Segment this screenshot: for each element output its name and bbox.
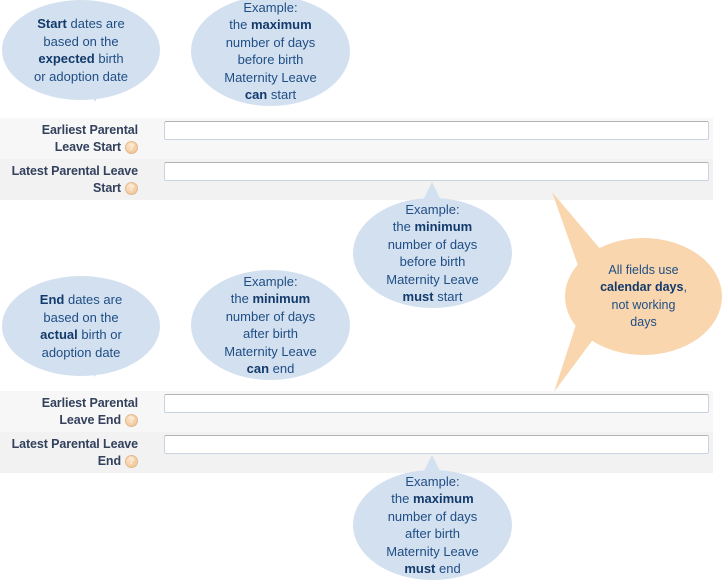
callout-line: after birth <box>243 326 298 341</box>
label-line-1: Earliest Parental <box>41 123 138 137</box>
callout-line: expected birth <box>38 51 124 66</box>
callout-max-after-birth-text: Example: the maximum number of days after b… <box>376 473 489 578</box>
callout-line: can end <box>246 361 295 376</box>
callout-end-basis: End dates are based on the actual birth or… <box>2 276 160 376</box>
callout-min-before-birth-text: Example: the minimum number of days before … <box>376 201 489 306</box>
callout-line: Example: <box>405 473 460 489</box>
callout-line: number of days <box>387 236 478 252</box>
callout-line: must start <box>402 289 463 304</box>
callout-line: must end <box>404 561 461 576</box>
callout-min-after-birth-text: Example: the minimum number of days after b… <box>214 273 327 378</box>
label-earliest-parental-leave-end: Earliest Parental Leave End <box>0 392 140 429</box>
help-icon[interactable] <box>125 182 138 195</box>
label-earliest-parental-leave-start: Earliest Parental Leave Start <box>0 119 140 156</box>
label-latest-parental-leave-start: Latest Parental Leave Start <box>0 160 140 197</box>
callout-line: End dates are <box>39 292 123 307</box>
callout-line: not working <box>611 297 676 312</box>
label-line-1: Latest Parental Leave <box>11 164 139 178</box>
callout-line: Example: <box>405 201 460 217</box>
callout-line: the minimum <box>392 219 473 234</box>
callout-line: All fields use <box>608 262 679 277</box>
callout-line: before birth <box>399 254 466 269</box>
help-icon[interactable] <box>125 455 138 468</box>
input-latest-parental-leave-end[interactable] <box>164 435 709 454</box>
callout-line: the maximum <box>229 17 312 32</box>
callout-line: Example: <box>243 0 298 15</box>
callout-max-before-birth: Example: the maximum number of days before … <box>191 0 350 106</box>
callout-line: actual birth or <box>40 327 122 342</box>
form-row-earliest-parental-leave-end: Earliest Parental Leave End <box>0 392 713 432</box>
callout-line: Maternity Leave <box>386 271 479 287</box>
help-icon[interactable] <box>125 141 138 154</box>
label-line-2: Leave End <box>0 412 138 429</box>
callout-line: Start dates are <box>37 16 125 31</box>
callout-calendar-days-text: All fields use calendar days, not working d… <box>600 262 687 332</box>
callout-line: or adoption date <box>34 68 128 84</box>
label-line-1: Latest Parental Leave <box>11 437 139 451</box>
callout-line: days <box>630 315 657 329</box>
callout-line: number of days <box>387 508 478 524</box>
form-row-earliest-parental-leave-start: Earliest Parental Leave Start <box>0 119 713 159</box>
label-line-2: Start <box>0 180 138 197</box>
callout-line: Maternity Leave <box>224 343 317 359</box>
input-latest-parental-leave-start[interactable] <box>164 162 709 181</box>
label-line-2: End <box>0 453 138 470</box>
callout-line: Maternity Leave <box>386 543 479 559</box>
callout-line: the minimum <box>230 291 311 306</box>
input-wrap <box>140 160 713 181</box>
input-wrap <box>140 392 713 413</box>
callout-line: number of days <box>225 308 316 324</box>
callout-line: number of days <box>225 34 316 50</box>
callout-max-after-birth: Example: the maximum number of days after b… <box>353 470 512 580</box>
label-line-2: Leave Start <box>0 139 138 156</box>
callout-line: Example: <box>243 273 298 289</box>
input-earliest-parental-leave-end[interactable] <box>164 394 709 413</box>
callout-line: calendar days, <box>600 280 687 294</box>
callout-min-before-birth: Example: the minimum number of days before … <box>353 198 512 308</box>
form-row-latest-parental-leave-end: Latest Parental Leave End <box>0 433 713 473</box>
label-line-1: Earliest Parental <box>41 396 138 410</box>
input-wrap <box>140 433 713 454</box>
callout-line: Maternity Leave <box>224 69 317 85</box>
form-row-latest-parental-leave-start: Latest Parental Leave Start <box>0 160 713 200</box>
callout-start-basis: Start dates are based on the expected birt… <box>2 0 160 100</box>
callout-line: the maximum <box>391 491 474 506</box>
callout-line: based on the <box>43 309 119 325</box>
callout-min-after-birth: Example: the minimum number of days after b… <box>191 270 350 380</box>
input-wrap <box>140 119 713 140</box>
callout-line: after birth <box>405 526 460 541</box>
callout-line: adoption date <box>41 344 121 360</box>
callout-calendar-days: All fields use calendar days, not working d… <box>565 238 722 355</box>
callout-line: can start <box>244 87 297 102</box>
callout-end-basis-text: End dates are based on the actual birth or… <box>30 291 132 361</box>
input-earliest-parental-leave-start[interactable] <box>164 121 709 140</box>
callout-max-before-birth-text: Example: the maximum number of days before … <box>214 0 327 104</box>
callout-start-basis-text: Start dates are based on the expected birt… <box>24 15 138 85</box>
callout-line: before birth <box>237 52 304 67</box>
help-icon[interactable] <box>125 414 138 427</box>
label-latest-parental-leave-end: Latest Parental Leave End <box>0 433 140 470</box>
callout-line: based on the <box>43 33 119 49</box>
